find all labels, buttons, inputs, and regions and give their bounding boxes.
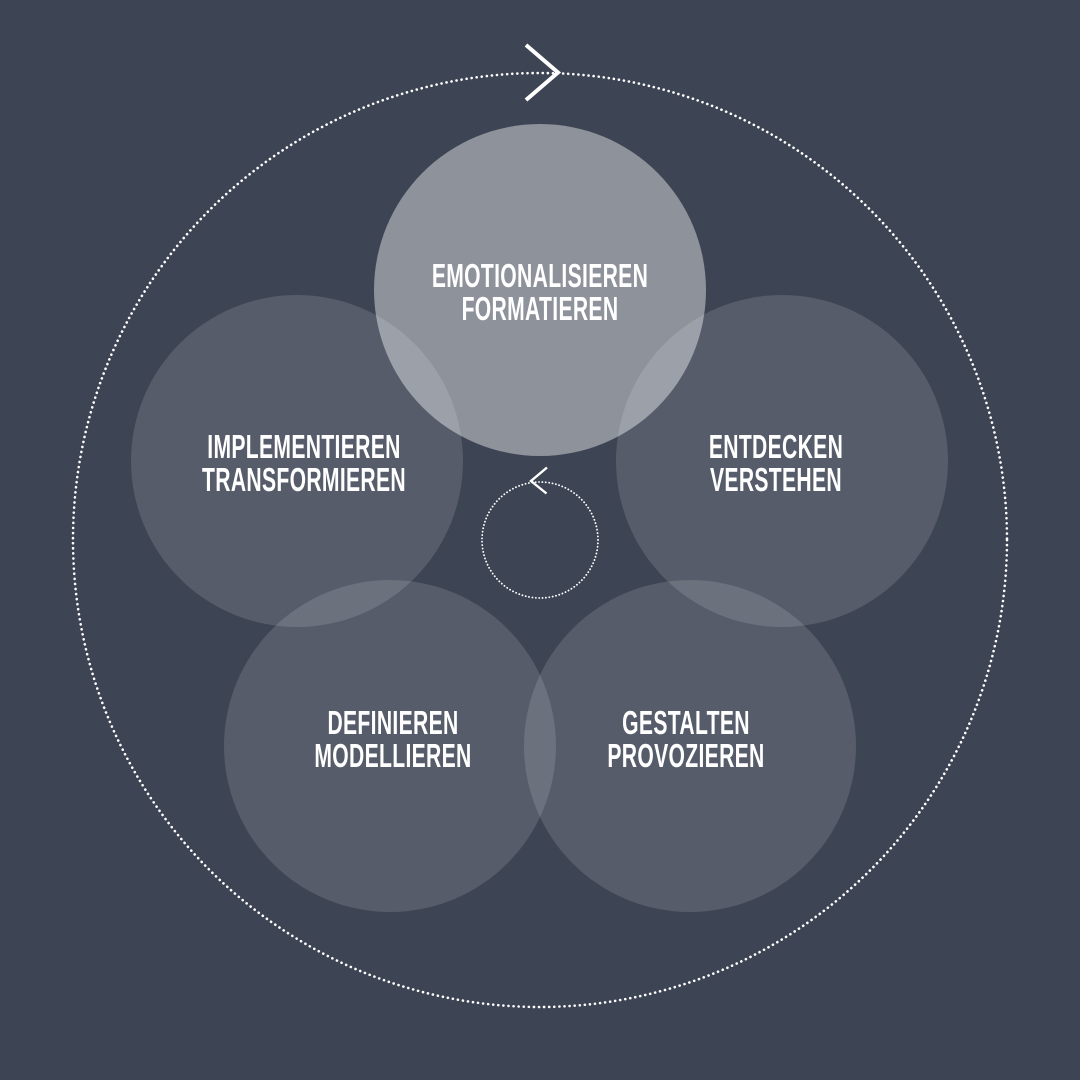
phase-label-line: DEFINIEREN — [327, 704, 459, 741]
phase-circle-implementieren — [131, 295, 463, 627]
phase-circle-emotionalisieren — [374, 124, 706, 456]
phase-label-definieren: DEFINIEREN MODELLIEREN — [314, 706, 471, 772]
phase-circle-entdecken — [616, 295, 948, 627]
phase-label-line: GESTALTEN — [622, 704, 750, 741]
phase-circle-definieren — [224, 580, 556, 912]
phase-label-line: VERSTEHEN — [710, 461, 842, 498]
phase-label-line: EMOTIONALISIEREN — [431, 257, 649, 294]
phase-label-entdecken: ENTDECKEN VERSTEHEN — [709, 430, 843, 496]
phase-label-line: TRANSFORMIEREN — [202, 461, 406, 498]
outer-dotted-ring — [71, 71, 1009, 1009]
phase-label-line: FORMATIEREN — [461, 290, 619, 327]
phase-label-gestalten: GESTALTEN PROVOZIEREN — [607, 706, 764, 772]
inner-dotted-ring — [481, 481, 599, 599]
chevron-right-icon — [524, 43, 562, 102]
phase-label-implementieren: IMPLEMENTIEREN TRANSFORMIEREN — [202, 430, 406, 496]
chevron-left-icon — [529, 466, 548, 495]
phase-label-line: IMPLEMENTIEREN — [207, 428, 401, 465]
phase-label-line: ENTDECKEN — [708, 428, 844, 465]
phase-label-line: MODELLIEREN — [314, 737, 472, 774]
phase-label-emotionalisieren: EMOTIONALISIEREN FORMATIEREN — [432, 259, 648, 325]
phase-circle-gestalten — [524, 580, 856, 912]
phase-label-line: PROVOZIEREN — [607, 737, 765, 774]
